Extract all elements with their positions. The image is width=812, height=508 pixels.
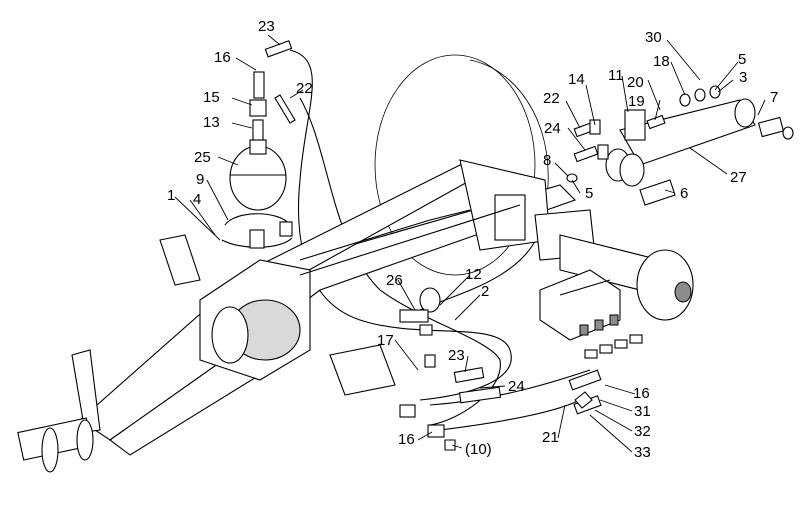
callout-31: 31 <box>634 403 651 420</box>
callout-2: 2 <box>481 283 489 300</box>
leader-lines <box>174 34 766 453</box>
callout-1: 1 <box>167 187 175 204</box>
mounting-clamp <box>221 213 293 249</box>
main-frame <box>79 159 596 456</box>
callout-16-bottom: 16 <box>398 431 415 448</box>
wheel-outline <box>374 54 549 276</box>
callout-22-top: 22 <box>296 80 313 97</box>
callout-24-mid: 24 <box>508 378 525 395</box>
callout-26: 26 <box>386 272 403 289</box>
callout-23-mid: 23 <box>448 347 465 364</box>
rear-axle <box>559 234 694 321</box>
callout-27: 27 <box>730 169 747 186</box>
callout-30: 30 <box>645 29 662 46</box>
valve-fittings <box>584 334 643 359</box>
callout-14: 14 <box>568 71 585 88</box>
valve-block <box>539 269 643 359</box>
callout-16-top: 16 <box>214 49 231 66</box>
callout-8: 8 <box>543 152 551 169</box>
callout-9: 9 <box>196 171 204 188</box>
callout-12: 12 <box>465 266 482 283</box>
callout-32: 32 <box>634 423 651 440</box>
callout-7: 7 <box>770 89 778 106</box>
callout-3: 3 <box>739 69 747 86</box>
callout-25: 25 <box>194 149 211 166</box>
accumulator <box>229 40 296 211</box>
callout-13: 13 <box>203 114 220 131</box>
callout-17: 17 <box>377 332 394 349</box>
callout-6: 6 <box>680 185 688 202</box>
callout-10: (10) <box>465 441 492 458</box>
callout-15: 15 <box>203 89 220 106</box>
callout-24-top: 24 <box>544 120 561 137</box>
callout-21: 21 <box>542 429 559 446</box>
callout-5-left: 5 <box>585 185 593 202</box>
tow-hitch <box>17 349 101 473</box>
callout-4: 4 <box>193 191 201 208</box>
callout-5-right: 5 <box>738 51 746 68</box>
callout-23-top: 23 <box>258 18 275 35</box>
callout-33: 33 <box>634 444 651 461</box>
cylinder-end-parts <box>566 85 721 183</box>
callout-11: 11 <box>608 67 624 84</box>
fittings-cluster <box>399 287 602 451</box>
callout-labels: 23 16 22 15 13 25 9 1 4 26 12 2 17 23 24… <box>167 18 778 461</box>
callout-20: 20 <box>627 74 644 91</box>
callout-19: 19 <box>628 93 645 110</box>
callout-16-right: 16 <box>633 385 650 402</box>
callout-22-right: 22 <box>543 90 560 107</box>
hydraulic-cylinder <box>605 98 794 206</box>
callout-18: 18 <box>653 53 670 70</box>
